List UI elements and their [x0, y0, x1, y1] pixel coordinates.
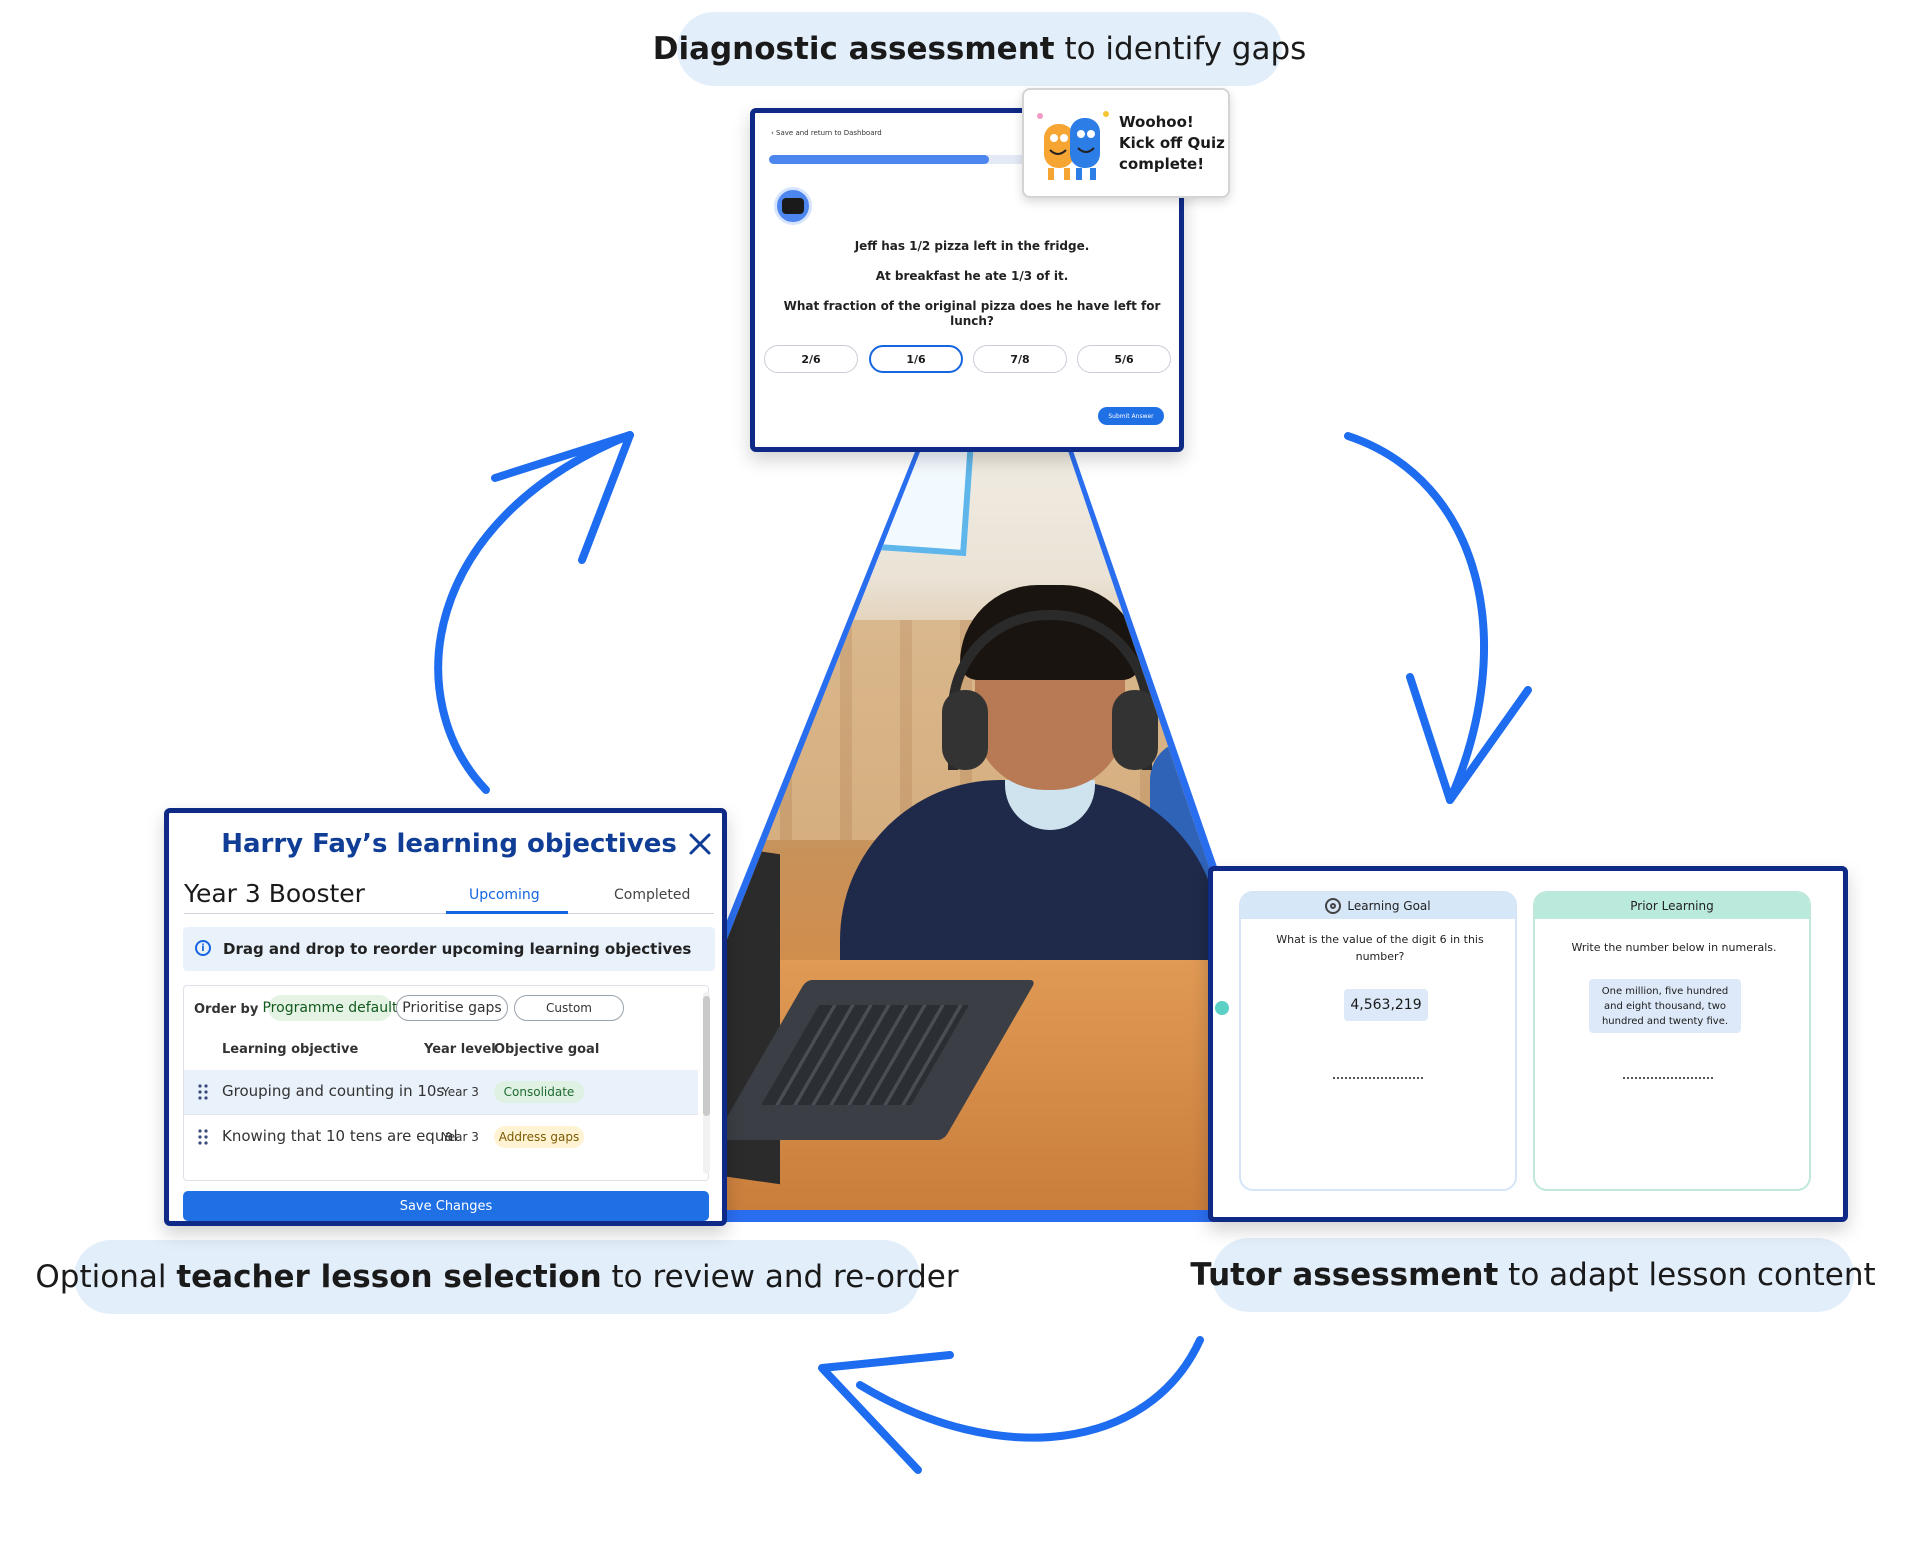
mascots-icon	[1037, 111, 1109, 180]
popup-line-2: Kick off Quiz	[1119, 134, 1225, 152]
chip-custom[interactable]: Custom	[514, 995, 624, 1021]
tab-completed[interactable]: Completed	[614, 887, 691, 903]
headset-earcup-left	[942, 690, 988, 770]
arrow-right-down-head	[1406, 673, 1532, 804]
teacher-rest: to review and re-order	[601, 1259, 959, 1295]
number-in-words: One million, five hundred and eight thou…	[1589, 979, 1741, 1033]
arrow-left-up	[434, 431, 634, 794]
objectives-title: Harry Fay’s learning objectives	[221, 829, 677, 859]
quiz-progress-bar	[769, 155, 1169, 164]
col-header-objective: Learning objective	[222, 1042, 359, 1057]
learning-objectives-card: Harry Fay’s learning objectives Year 3 B…	[164, 808, 727, 1226]
row-year: Year 3	[442, 1130, 479, 1144]
info-banner: i Drag and drop to reorder upcoming lear…	[183, 927, 715, 971]
teacher-bold: teacher lesson selection	[176, 1259, 602, 1295]
diagnostic-rest: to identify gaps	[1054, 31, 1307, 67]
answer-line[interactable]	[1333, 1077, 1423, 1079]
prior-learning-question: Write the number below in numerals.	[1571, 941, 1777, 954]
scrollbar-thumb[interactable]	[703, 996, 710, 1116]
arrow-bottom-left	[856, 1336, 1204, 1442]
chip-programme-default[interactable]: Programme default	[262, 995, 398, 1021]
answer-option-4[interactable]: 5/6	[1077, 345, 1171, 373]
learning-goal-question: What is the value of the digit 6 in this…	[1276, 933, 1484, 963]
number-display: 4,563,219	[1344, 989, 1428, 1021]
tutor-assessment-label: Tutor assessment to adapt lesson content	[1190, 1238, 1876, 1312]
drag-handle-icon[interactable]	[198, 1084, 208, 1100]
question-line-3: What fraction of the original pizza does…	[783, 299, 1161, 328]
answer-line[interactable]	[1623, 1077, 1713, 1079]
headset-earcup-right	[1112, 690, 1158, 770]
programme-name: Year 3 Booster	[184, 879, 365, 908]
arrow-right-down	[1344, 432, 1488, 804]
diagnostic-assessment-label: Diagnostic assessment to identify gaps	[653, 12, 1306, 86]
answer-option-2[interactable]: 1/6	[869, 345, 963, 373]
popup-message: Woohoo! Kick off Quiz complete!	[1119, 112, 1225, 175]
row-year: Year 3	[442, 1085, 479, 1099]
answer-option-1[interactable]: 2/6	[764, 345, 858, 373]
goal-badge: Address gaps	[494, 1126, 584, 1148]
info-text: Drag and drop to reorder upcoming learni…	[223, 940, 692, 958]
goal-badge: Consolidate	[494, 1081, 584, 1103]
diagnostic-bold: Diagnostic assessment	[652, 31, 1055, 67]
arrow-bottom-left-head	[818, 1351, 954, 1474]
teacher-prefix: Optional	[35, 1259, 177, 1295]
back-link-text: Save and return to Dashboard	[776, 129, 882, 137]
col-header-year: Year level	[424, 1042, 496, 1057]
order-by-label: Order by	[194, 1002, 259, 1017]
teacher-lesson-selection-label: Optional teacher lesson selection to rev…	[35, 1240, 959, 1314]
table-row[interactable]: Knowing that 10 tens are equal Year 3 Ad…	[184, 1114, 698, 1158]
info-icon: i	[195, 940, 211, 956]
drag-handle-icon[interactable]	[198, 1129, 208, 1145]
row-objective: Knowing that 10 tens are equal	[222, 1127, 458, 1145]
col-header-goal: Objective goal	[494, 1042, 600, 1057]
question-line-1: Jeff has 1/2 pizza left in the fridge.	[854, 239, 1090, 253]
headset	[948, 610, 1152, 770]
chip-prioritise-gaps[interactable]: Prioritise gaps	[396, 995, 508, 1021]
scrollbar[interactable]	[703, 992, 710, 1174]
learning-goal-panel: Learning Goal What is the value of the d…	[1239, 891, 1517, 1191]
arrow-left-up-head	[491, 431, 634, 564]
prior-learning-header: Prior Learning	[1535, 893, 1809, 919]
quiz-progress-fill	[769, 155, 989, 164]
tab-upcoming[interactable]: Upcoming	[469, 887, 540, 903]
tutor-assessment-card: Learning Goal What is the value of the d…	[1208, 866, 1848, 1222]
diagnostic-quiz-card: ‹ Save and return to Dashboard Jeff has …	[750, 108, 1184, 452]
learning-goal-title: Learning Goal	[1347, 899, 1431, 913]
table-row[interactable]: Grouping and counting in 10s Year 3 Cons…	[184, 1070, 698, 1114]
close-icon[interactable]	[687, 831, 713, 857]
tutor-bold: Tutor assessment	[1190, 1257, 1499, 1293]
save-changes-button[interactable]: Save Changes	[183, 1191, 709, 1221]
submit-answer-button[interactable]: Submit Answer	[1098, 407, 1164, 425]
target-icon	[1325, 898, 1342, 914]
back-to-dashboard-link[interactable]: ‹ Save and return to Dashboard	[771, 129, 882, 137]
order-table: Order by Programme default Prioritise ga…	[183, 985, 710, 1181]
popup-line-1: Woohoo!	[1119, 113, 1194, 131]
quiz-complete-popup: Woohoo! Kick off Quiz complete!	[1022, 88, 1230, 198]
prior-learning-panel: Prior Learning Write the number below in…	[1533, 891, 1811, 1191]
active-tab-indicator	[446, 911, 568, 914]
robot-avatar-icon	[774, 187, 812, 225]
question-line-2: At breakfast he ate 1/3 of it.	[875, 269, 1069, 283]
answer-option-3[interactable]: 7/8	[973, 345, 1067, 373]
tutor-rest: to adapt lesson content	[1498, 1257, 1876, 1293]
row-objective: Grouping and counting in 10s	[222, 1082, 445, 1100]
popup-line-3: complete!	[1119, 155, 1205, 173]
learning-goal-header: Learning Goal	[1241, 893, 1515, 919]
